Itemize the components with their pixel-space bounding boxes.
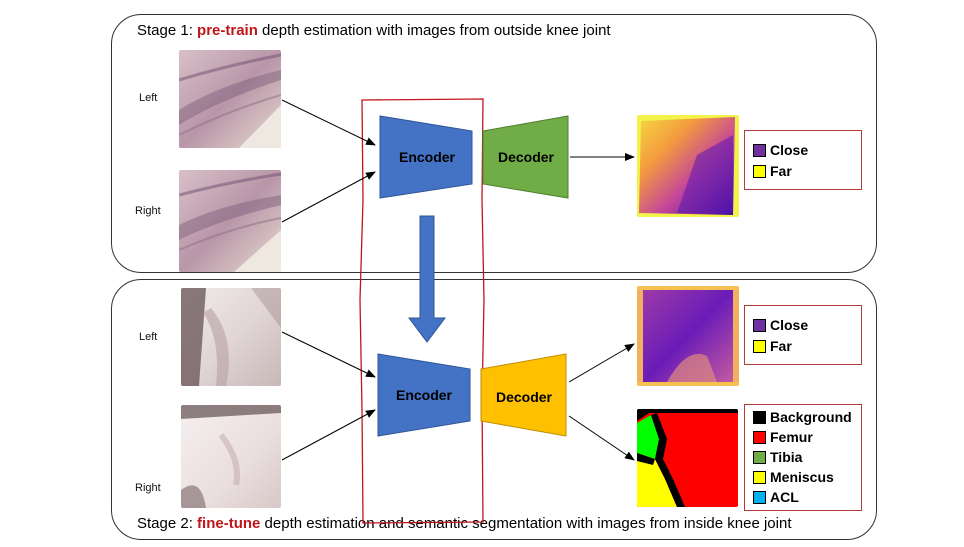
stage1-encoder <box>379 115 473 199</box>
stage1-depth-map <box>637 115 739 217</box>
stage1-right-image <box>179 170 281 272</box>
legend-swatch <box>753 470 766 484</box>
legend-swatch <box>753 410 766 424</box>
stage1-panel <box>111 14 877 273</box>
transfer-arrow <box>408 215 446 343</box>
legend-swatch <box>753 430 766 444</box>
legend-item: ACL <box>753 489 799 505</box>
legend-swatch <box>753 450 766 464</box>
stage2-right-image <box>181 405 281 508</box>
legend-item: Far <box>753 338 792 354</box>
legend-swatch <box>753 490 766 504</box>
stage1-title: Stage 1: pre-train depth estimation with… <box>137 22 611 39</box>
stage2-title: Stage 2: fine-tune depth estimation and … <box>137 515 792 532</box>
legend-item: Background <box>753 409 852 425</box>
stage2-panel <box>111 279 877 540</box>
stage2-depth-map <box>637 286 739 386</box>
stage2-segmentation-map <box>637 409 738 507</box>
legend-item: Femur <box>753 429 813 445</box>
stage1-decoder-label: Decoder <box>498 149 555 165</box>
legend-swatch <box>753 318 766 332</box>
stage1-right-arrow <box>281 171 376 223</box>
shared-encoder-outline <box>359 98 485 524</box>
legend-swatch <box>753 339 766 353</box>
stage1-depth-legend: Close Far <box>744 130 862 190</box>
legend-item: Close <box>753 142 808 158</box>
stage2-left-label: Left <box>139 331 158 343</box>
segmentation-map-image <box>637 409 738 507</box>
texture-image <box>179 170 281 272</box>
stage2-decoder <box>480 353 567 437</box>
legend-item: Close <box>753 317 808 333</box>
stage2-right-label: Right <box>135 482 161 494</box>
stage2-seg-arrow <box>568 415 635 461</box>
stage1-encoder-label: Encoder <box>399 149 456 165</box>
stage1-left-label: Left <box>139 92 158 104</box>
legend-item: Meniscus <box>753 469 834 485</box>
legend-item: Far <box>753 163 792 179</box>
stage1-left-image <box>179 50 281 148</box>
stage1-left-arrow <box>281 99 376 146</box>
legend-swatch <box>753 143 766 157</box>
stage2-right-arrow <box>281 409 376 461</box>
stage2-depth-legend: Close Far <box>744 305 862 365</box>
stage2-decoder-label: Decoder <box>496 389 553 405</box>
depth-map-image <box>637 286 739 386</box>
legend-item: Tibia <box>753 449 802 465</box>
stage2-encoder <box>377 353 471 437</box>
stage2-seg-legend: Background Femur Tibia Meniscus ACL <box>744 404 862 511</box>
stage2-depth-arrow <box>568 343 635 383</box>
texture-image <box>179 50 281 148</box>
stage1-right-label: Right <box>135 205 161 217</box>
stage1-decoder <box>482 115 569 199</box>
stage2-left-arrow <box>281 331 376 378</box>
texture-image <box>181 288 281 386</box>
texture-image <box>181 405 281 508</box>
stage2-left-image <box>181 288 281 386</box>
legend-swatch <box>753 164 766 178</box>
stage2-encoder-label: Encoder <box>396 387 453 403</box>
depth-map-image <box>637 115 739 217</box>
